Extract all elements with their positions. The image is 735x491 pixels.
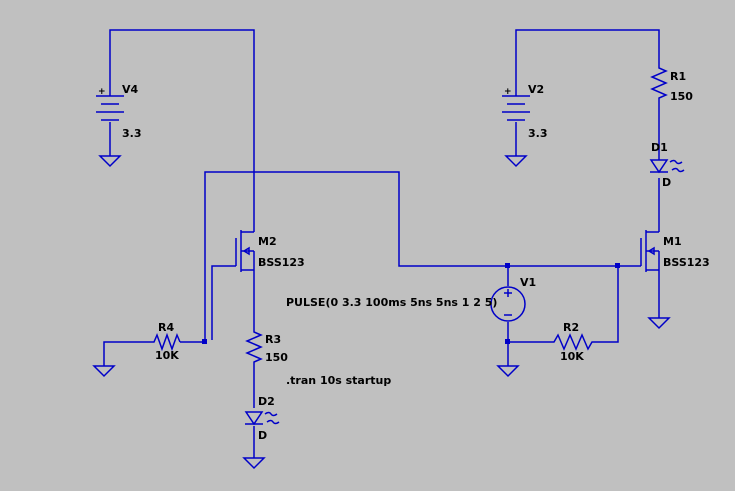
resistor-icon: [150, 332, 181, 352]
battery-icon: +: [96, 87, 124, 121]
ground-icon: [242, 457, 266, 470]
wire-v4-to-m2-drain: [109, 29, 255, 232]
v1-name: V1: [520, 276, 536, 289]
d1-value: D: [662, 176, 671, 189]
d2-name: D2: [258, 395, 275, 408]
nmos-m2[interactable]: M2 BSS123: [235, 230, 305, 272]
resistor-icon: [548, 333, 600, 351]
svg-text:+: +: [98, 87, 106, 97]
junction-dot: [505, 263, 510, 268]
resistor-r2[interactable]: R2 10K: [548, 321, 600, 363]
ground-icon: [496, 365, 520, 378]
battery-v4[interactable]: + V4 3.3: [96, 83, 142, 140]
spice-directive[interactable]: .tran 10s startup: [286, 374, 391, 387]
wire-node-r2: [600, 266, 619, 343]
pulse-source-icon: [490, 286, 526, 322]
junctions: [202, 263, 620, 344]
wires: [103, 29, 660, 458]
m2-value: BSS123: [258, 256, 305, 269]
nmos-m1[interactable]: M1 BSS123: [640, 230, 710, 272]
m2-name: M2: [258, 235, 277, 248]
r1-name: R1: [670, 70, 686, 83]
nmos-icon: [235, 230, 255, 272]
r2-name: R2: [563, 321, 579, 334]
resistor-r3[interactable]: R3 150: [245, 327, 288, 368]
r4-value: 10K: [155, 349, 179, 362]
ground-icon: [647, 317, 671, 330]
wire-v2-to-r1: [515, 29, 660, 96]
junction-dot: [505, 339, 510, 344]
r3-value: 150: [265, 351, 288, 364]
svg-text:+: +: [504, 87, 512, 97]
m1-name: M1: [663, 235, 682, 248]
v2-value: 3.3: [528, 127, 548, 140]
battery-v2[interactable]: + V2 3.3: [502, 83, 548, 140]
ground-icon: [92, 365, 116, 378]
ground-icon: [98, 155, 122, 168]
junction-dot: [615, 263, 620, 268]
wire-r4-ground: [103, 341, 150, 366]
led-icon: [649, 159, 685, 174]
d2-value: D: [258, 429, 267, 442]
m1-value: BSS123: [663, 256, 710, 269]
r1-value: 150: [670, 90, 693, 103]
junction-dot: [202, 339, 207, 344]
resistor-r1[interactable]: R1 150: [650, 64, 693, 103]
ground-icon: [504, 155, 528, 168]
nmos-icon: [640, 230, 660, 272]
r3-name: R3: [265, 333, 281, 346]
led-d2[interactable]: D2 D: [244, 395, 280, 442]
pulse-source-v1[interactable]: V1 PULSE(0 3.3 100ms 5ns 5ns 1 2 5): [286, 276, 536, 322]
led-d1[interactable]: D1 D: [649, 141, 685, 189]
wire-m2-gate: [211, 265, 236, 340]
r4-name: R4: [158, 321, 174, 334]
led-icon: [244, 411, 280, 426]
resistor-icon: [650, 64, 668, 102]
v2-name: V2: [528, 83, 544, 96]
v4-value: 3.3: [122, 127, 142, 140]
v4-name: V4: [122, 83, 139, 96]
battery-icon: +: [502, 87, 530, 121]
wire-gate-net: [204, 171, 618, 340]
v1-value: PULSE(0 3.3 100ms 5ns 5ns 1 2 5): [286, 296, 497, 309]
r2-value: 10K: [560, 350, 584, 363]
d1-name: D1: [651, 141, 668, 154]
resistor-r4[interactable]: R4 10K: [150, 321, 181, 362]
resistor-icon: [245, 327, 263, 368]
